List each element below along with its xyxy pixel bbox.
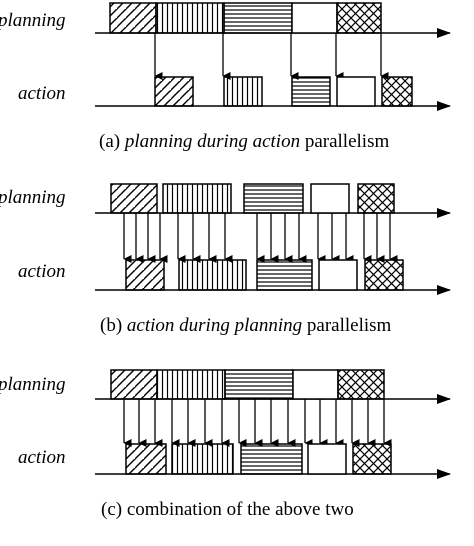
planning-block-blank [310, 183, 350, 214]
planning-block-horizontal [243, 183, 304, 214]
planning-block-blank [292, 369, 339, 400]
planning-block-horizontal [224, 369, 294, 400]
action-block-crosshatch [364, 259, 404, 291]
action-block-diagonal [154, 76, 194, 107]
action-block-vertical [171, 443, 234, 475]
action-block-horizontal [256, 259, 313, 291]
action-block-blank [307, 443, 347, 475]
panel-b: planning action [0, 183, 451, 336]
action-block-blank [318, 259, 358, 291]
planning-block-vertical [162, 183, 232, 214]
planning-block-crosshatch [337, 369, 385, 400]
action-block-crosshatch [381, 76, 413, 107]
planning-block-horizontal [223, 2, 293, 34]
caption-c: (c) combination of the above two [101, 499, 354, 520]
action-block-crosshatch [352, 443, 392, 475]
panel-c: planning action [0, 369, 451, 520]
action-block-vertical [223, 76, 263, 107]
caption-a: (a) planning during action parallelism [99, 131, 389, 152]
action-label: action [18, 447, 66, 468]
planning-block-blank [291, 2, 338, 34]
action-block-blank [336, 76, 376, 107]
action-block-horizontal [291, 76, 331, 107]
planning-block-crosshatch [336, 2, 382, 34]
panel-a: planning action (a) planning during acti… [0, 2, 451, 152]
planning-block-diagonal [109, 2, 157, 34]
planning-block-vertical [155, 2, 225, 34]
action-block-horizontal [240, 443, 303, 475]
planning-label: planning [0, 187, 66, 208]
caption-b: (b) action during planning parallelism [100, 315, 392, 336]
planning-block-crosshatch [357, 183, 395, 214]
action-block-diagonal [125, 259, 165, 291]
action-label: action [18, 83, 66, 104]
planning-block-vertical [156, 369, 226, 400]
action-block-vertical [178, 259, 247, 291]
planning-label: planning [0, 374, 66, 395]
planning-label: planning [0, 10, 66, 31]
planning-block-diagonal [110, 183, 158, 214]
action-label: action [18, 261, 66, 282]
planning-block-diagonal [110, 369, 158, 400]
action-block-diagonal [125, 443, 167, 475]
